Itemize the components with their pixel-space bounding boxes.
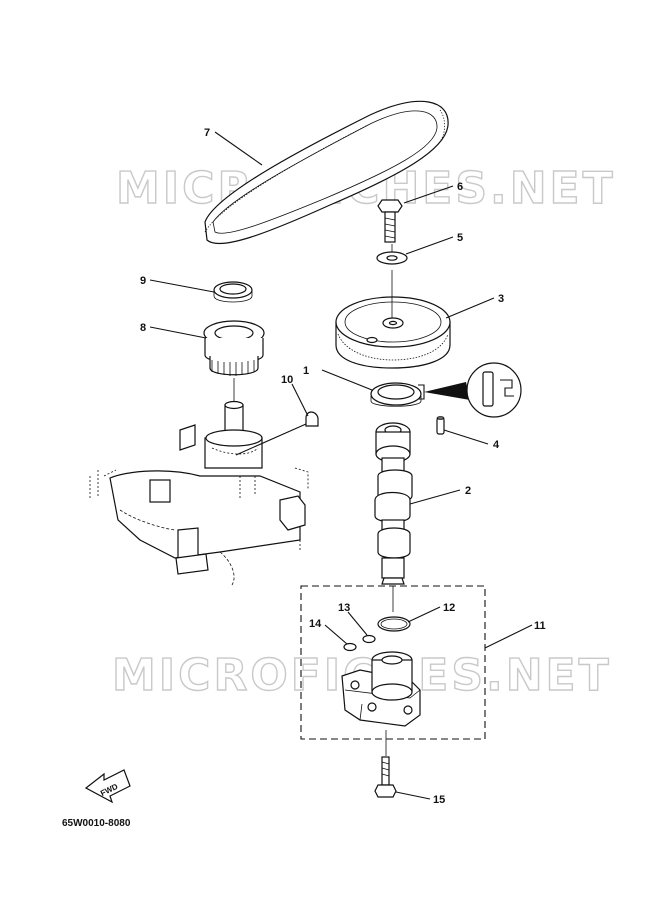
oil-pump-small-seal-13 <box>362 634 376 644</box>
crankshaft-oil-seal <box>213 281 253 303</box>
forward-direction-arrow: FWD <box>84 769 131 804</box>
pump-bolt <box>374 756 397 798</box>
callout-14: 14 <box>309 618 322 630</box>
oil-pump-o-ring <box>377 616 411 632</box>
callout-15: 15 <box>433 794 445 806</box>
callout-4: 4 <box>493 439 500 451</box>
part-code-label: 65W0010-8080 <box>62 818 131 829</box>
key-detail-bubble <box>418 362 522 418</box>
oil-seal <box>370 382 422 407</box>
oil-pump-body <box>341 651 421 756</box>
washer <box>376 244 408 265</box>
callout-8: 8 <box>140 322 146 334</box>
callout-9: 9 <box>140 275 146 287</box>
dowel-pin <box>436 416 445 435</box>
callout-1: 1 <box>303 365 309 377</box>
timing-belt <box>204 100 449 245</box>
callout-10: 10 <box>281 374 293 386</box>
crankcase-block <box>89 400 309 586</box>
leader-lines <box>149 131 533 800</box>
callout-3: 3 <box>498 293 504 305</box>
camshaft-pulley <box>335 270 451 369</box>
callout-5: 5 <box>457 232 463 244</box>
callout-6: 6 <box>457 181 463 193</box>
pulley-bolt <box>377 199 403 243</box>
oil-pump-assembly-box <box>300 585 486 740</box>
callout-7: 7 <box>204 127 210 139</box>
callout-2: 2 <box>465 485 471 497</box>
callout-13: 13 <box>338 602 350 614</box>
callout-11: 11 <box>534 620 546 632</box>
oil-pump-small-seal-14 <box>343 642 357 652</box>
callout-12: 12 <box>443 602 455 614</box>
camshaft <box>374 422 413 612</box>
woodruff-key <box>305 411 319 427</box>
crankshaft-pulley <box>203 320 265 405</box>
